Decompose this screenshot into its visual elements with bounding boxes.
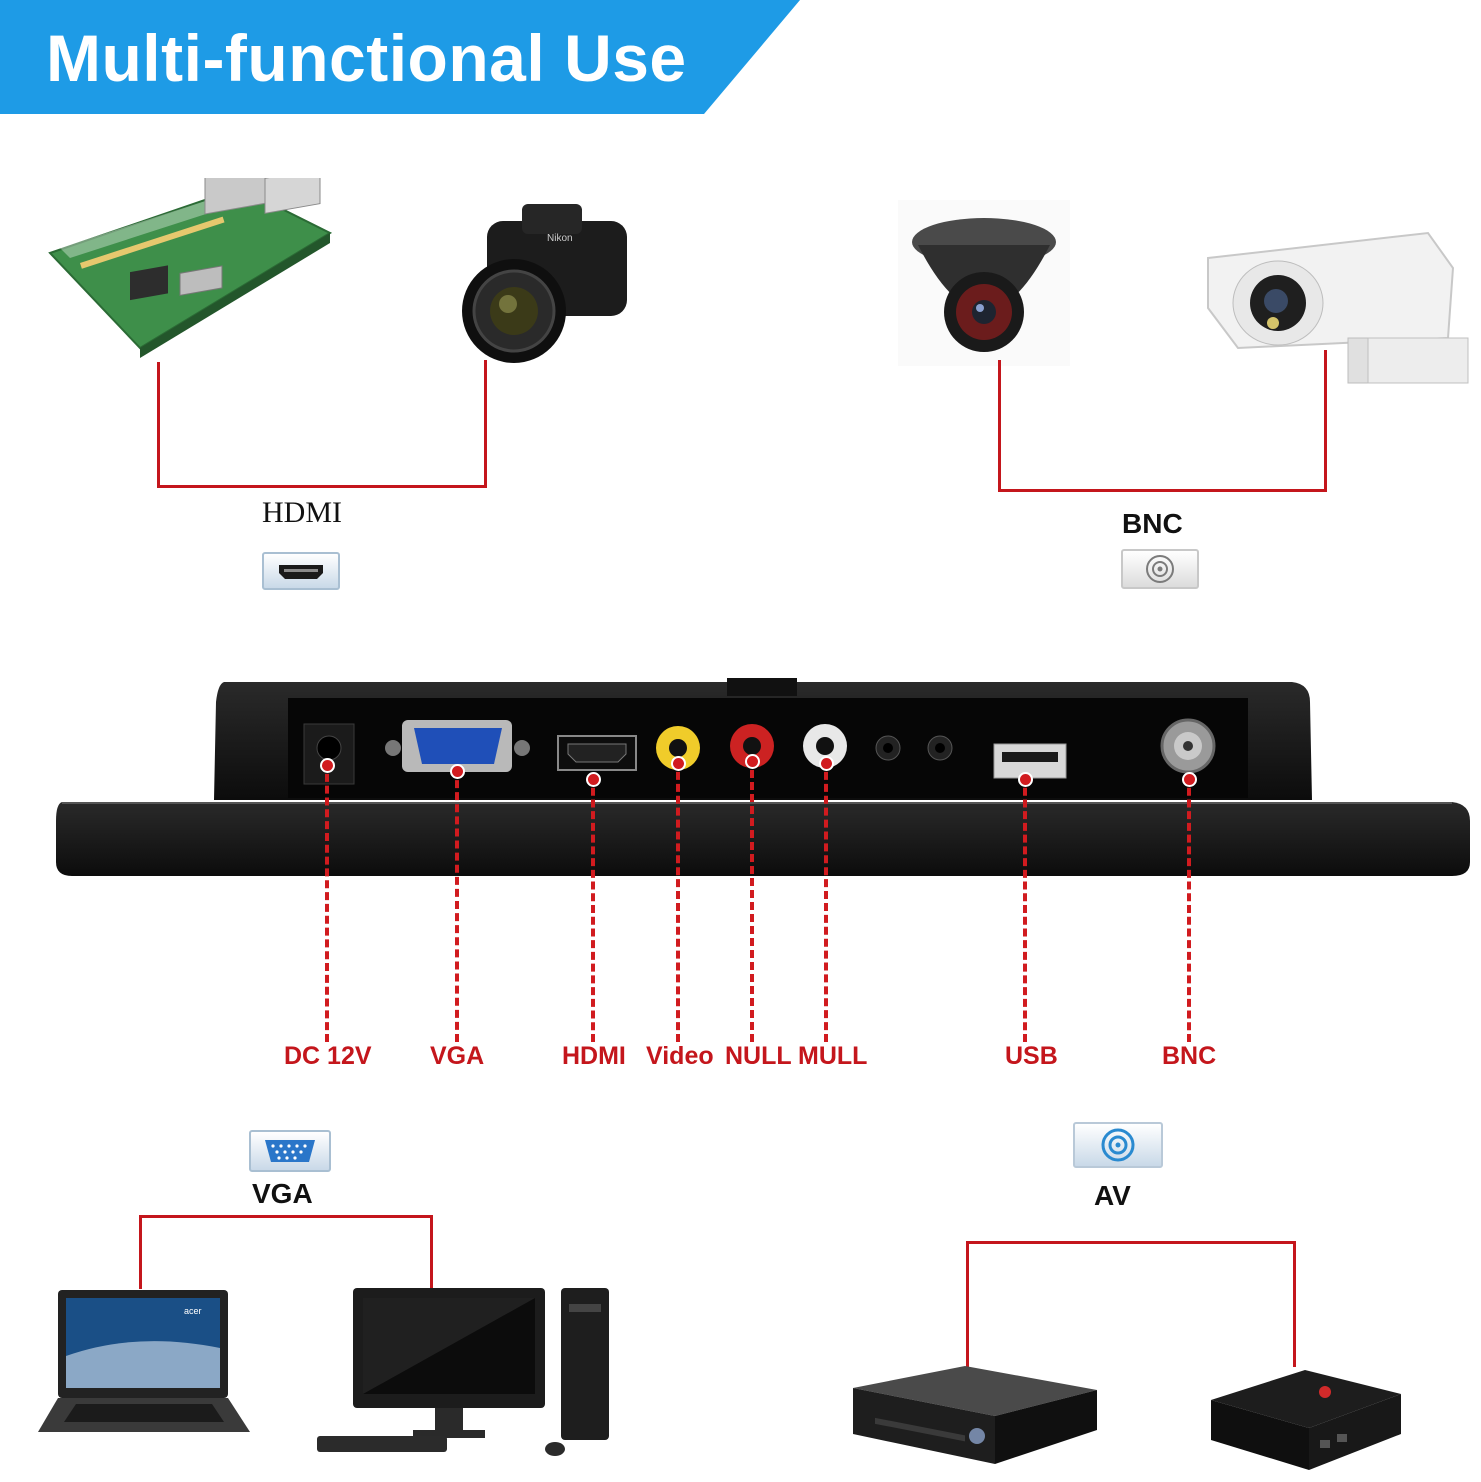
page-title: Multi-functional Use xyxy=(46,21,687,95)
bnc-group-label: BNC xyxy=(1122,508,1183,539)
av-group-label: AV xyxy=(1094,1180,1131,1211)
port-label-usb: USB xyxy=(1005,1042,1058,1070)
port-label-bnc: BNC xyxy=(1162,1042,1217,1070)
hdmi-port-icon xyxy=(262,552,340,590)
laptop: acer xyxy=(38,1290,250,1432)
svg-text:Nikon: Nikon xyxy=(547,233,573,244)
hdmi-group-label: HDMI xyxy=(262,496,342,529)
dvd-player xyxy=(853,1366,1097,1464)
dome-security-camera xyxy=(898,200,1070,366)
title-banner xyxy=(0,0,800,114)
tv-box xyxy=(1211,1370,1401,1470)
bnc-port-icon xyxy=(1121,549,1199,589)
port-label-null: NULL xyxy=(725,1042,792,1070)
port-label-video: Video xyxy=(646,1042,714,1070)
port-label-mull: MULL xyxy=(798,1042,868,1070)
vga-group-label: VGA xyxy=(252,1178,313,1209)
port-label-vga: VGA xyxy=(430,1042,485,1070)
port-label-hdmi: HDMI xyxy=(562,1042,626,1070)
port-label-dc: DC 12V xyxy=(284,1042,372,1070)
raspberry-pi-board xyxy=(48,178,333,358)
desktop-pc xyxy=(317,1288,609,1456)
bullet-security-camera xyxy=(1207,231,1469,384)
svg-text:acer: acer xyxy=(184,1306,202,1316)
monitor-port-panel xyxy=(56,678,1470,876)
dslr-camera: Nikon xyxy=(462,204,627,363)
vga-port-icon xyxy=(249,1130,331,1172)
av-port-icon xyxy=(1073,1122,1163,1168)
